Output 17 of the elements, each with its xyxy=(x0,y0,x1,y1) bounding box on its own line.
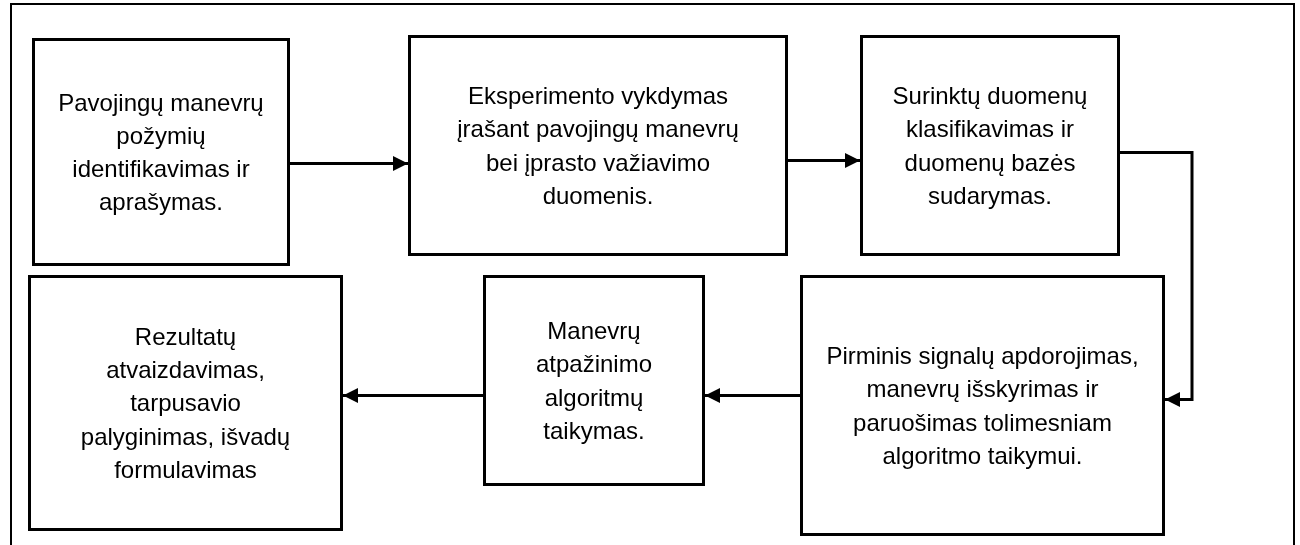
step-text: Pirminis signalų apdorojimas, manevrų išskyrimas ir paruošimas tolimesniam algoritmo taikymui. xyxy=(825,341,1140,471)
process-box xyxy=(28,275,343,531)
process-box xyxy=(483,275,705,486)
step-text: Rezultatų atvaizdavimas, tarpusavio palyginimas, išvadų formulavimas xyxy=(79,322,292,485)
step-text: Manevrų atpažinimo algoritmų taikymas. xyxy=(534,316,654,446)
step-text: Surinktų duomenų klasifikavimas ir duomenų bazės sudarymas. xyxy=(891,81,1089,211)
step-text: Eksperimento vykdymas įrašant pavojingų manevrų bei įprasto važiavimo duomenis. xyxy=(456,81,740,211)
process-box xyxy=(32,38,290,266)
process-box xyxy=(408,35,788,256)
arrow xyxy=(1120,151,1194,407)
process-box xyxy=(800,275,1165,536)
step-text: Pavojingų manevrų požymių identifikavimas ir aprašymas. xyxy=(57,87,265,218)
arrow xyxy=(788,153,860,168)
process-box xyxy=(860,35,1120,256)
arrow xyxy=(290,156,408,171)
arrow xyxy=(343,388,483,403)
arrow xyxy=(705,388,800,403)
